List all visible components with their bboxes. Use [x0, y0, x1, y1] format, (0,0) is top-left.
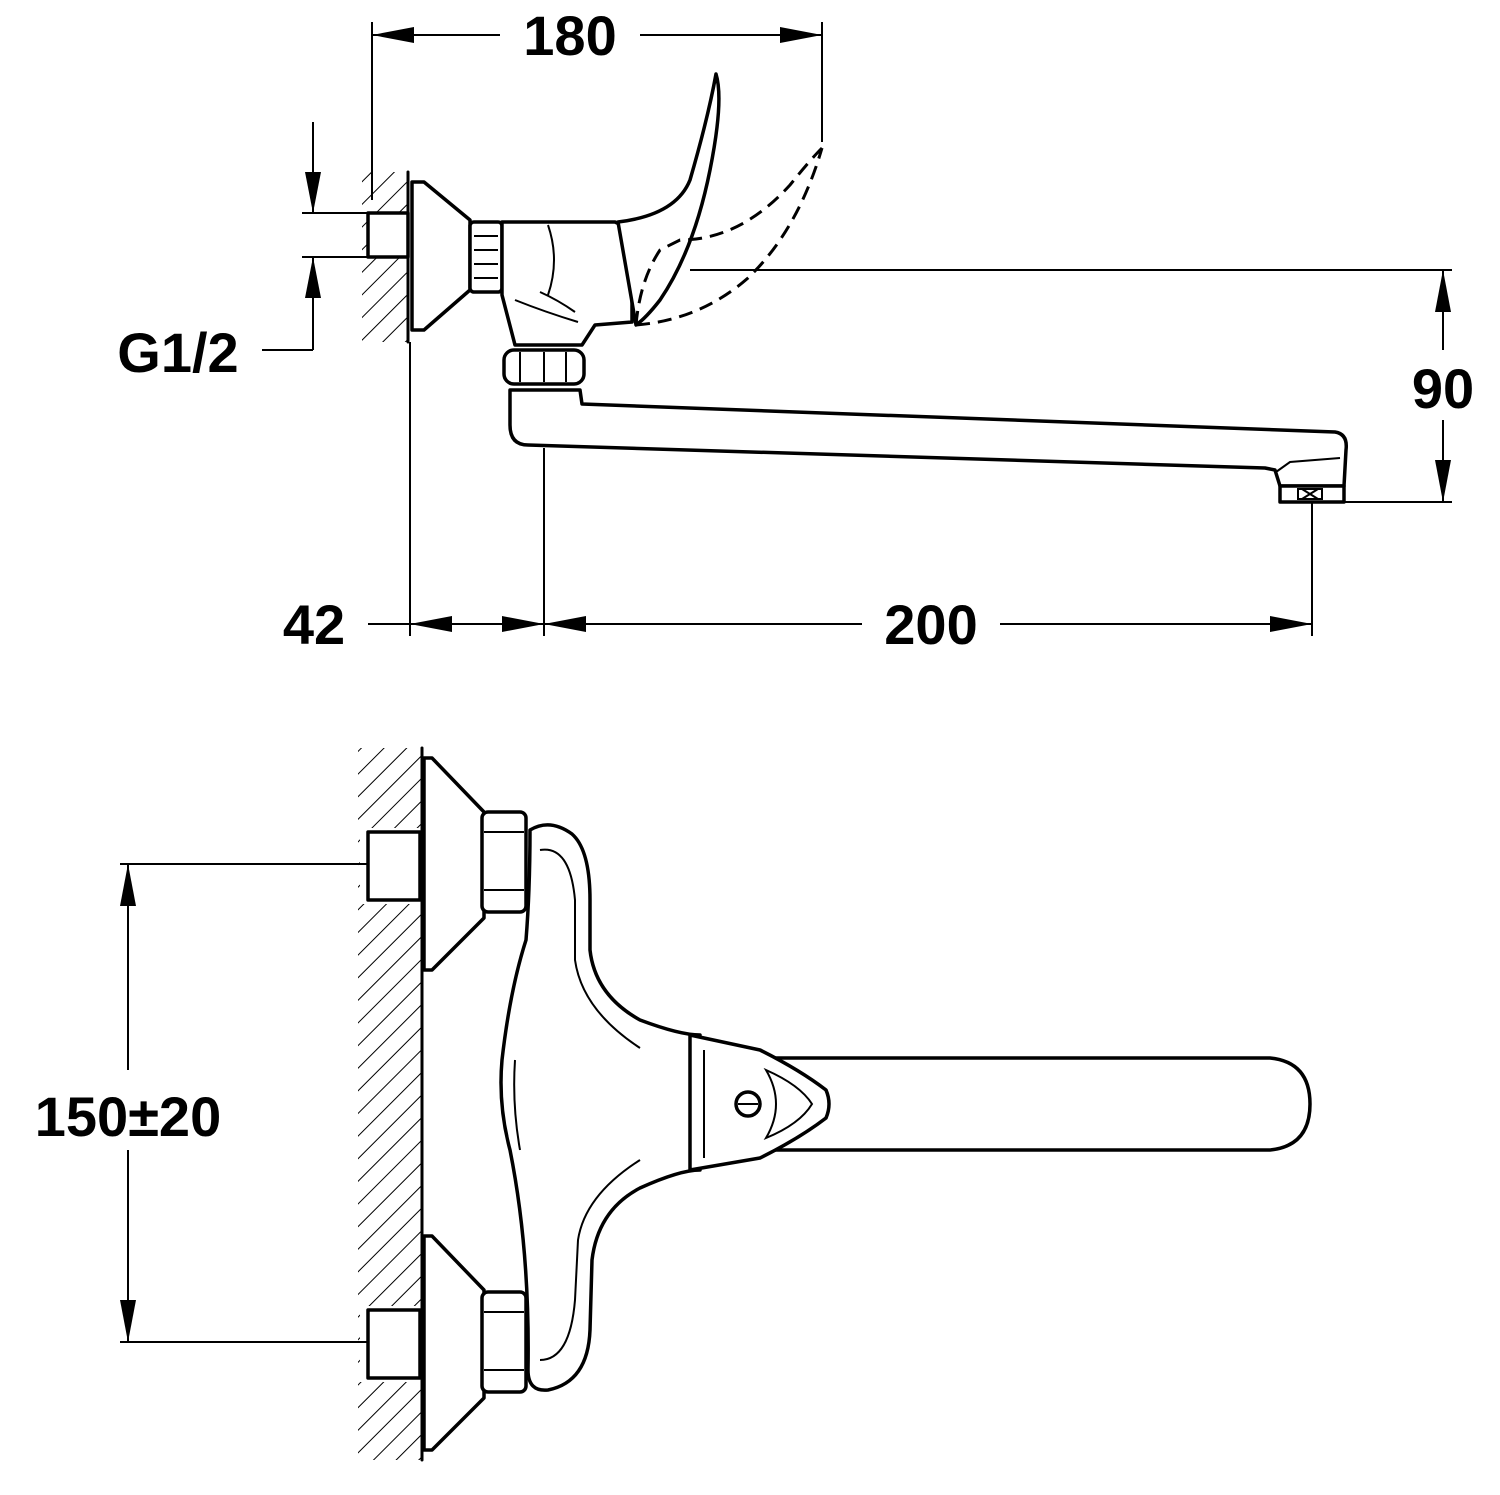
connector-nut-side — [468, 220, 504, 294]
connector-nut-upper — [480, 810, 528, 914]
connector-nut-lower — [480, 1290, 528, 1394]
dim-overall-depth: 180 — [523, 4, 616, 67]
mixer-body-top — [499, 823, 702, 1392]
dim-spout-reach: 200 — [884, 593, 977, 656]
escutcheon-side — [410, 180, 472, 332]
escutcheon-lower — [422, 1234, 486, 1452]
dim-spout-height: 90 — [1412, 357, 1474, 420]
dim-inlet-spacing: 150±20 — [35, 1085, 221, 1148]
lever-alt-position — [634, 146, 824, 327]
spout-side — [508, 388, 1349, 488]
inlet-pipe-lower — [366, 1308, 422, 1380]
dim-wall-offset: 42 — [283, 593, 345, 656]
side-view: 180 G1/2 90 42 200 — [117, 4, 1474, 656]
lever-handle-side — [616, 72, 721, 327]
valve-body-side — [500, 220, 634, 347]
inlet-pipe-upper — [366, 830, 422, 902]
escutcheon-upper — [422, 756, 486, 972]
inlet-pipe — [366, 211, 410, 259]
lever-handle-top — [738, 1056, 1312, 1152]
dim-thread: G1/2 — [117, 321, 238, 384]
top-view: 150±20 — [35, 746, 1312, 1462]
